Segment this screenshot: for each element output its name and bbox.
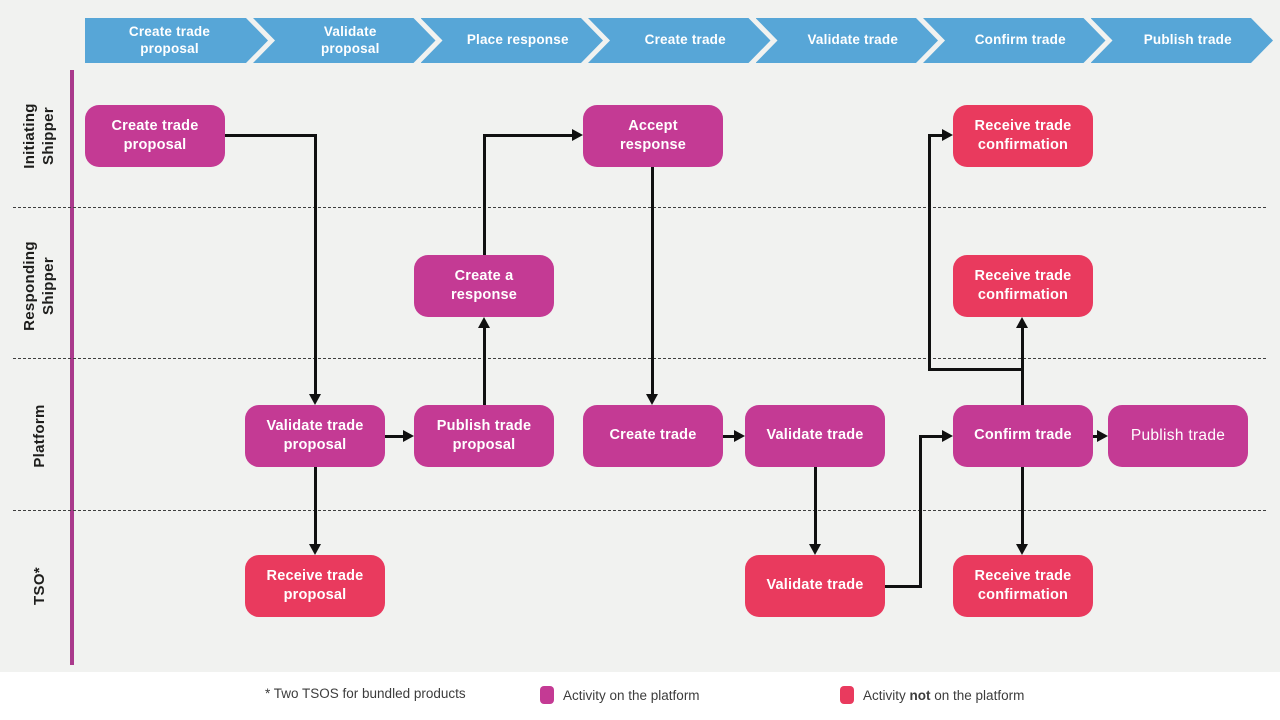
process-step-1: Create trade proposal xyxy=(85,18,268,63)
legend-item-not-on-platform: Activity not on the platform xyxy=(840,686,1024,704)
lane-label-initiating-shipper: Initiating Shipper xyxy=(21,103,57,169)
connector-line xyxy=(313,133,317,396)
node-receive-trade-confirmation-initiating: Receive trade confirmation xyxy=(953,105,1093,167)
connector-line xyxy=(1020,367,1024,407)
connector-line xyxy=(927,133,931,371)
connector-arrowhead xyxy=(942,128,953,141)
connector-line xyxy=(383,434,405,438)
connector-line xyxy=(927,367,1024,371)
node-create-trade-proposal: Create trade proposal xyxy=(85,105,225,167)
connector-arrowhead xyxy=(1097,429,1108,442)
lane-label-tso: TSO* xyxy=(30,567,48,605)
process-step-label: Validate proposal xyxy=(320,23,380,56)
lane-separator xyxy=(13,510,1266,511)
external-activity-swatch xyxy=(840,686,854,704)
legend-item-label: Activity not on the platform xyxy=(863,687,1025,703)
connector-line xyxy=(883,584,922,588)
process-step-4: Create trade xyxy=(588,18,771,63)
process-step-6: Confirm trade xyxy=(923,18,1106,63)
process-step-5: Validate trade xyxy=(756,18,939,63)
platform-activity-swatch xyxy=(540,686,554,704)
connector-arrowhead xyxy=(808,544,821,555)
connector-arrowhead xyxy=(477,317,490,328)
legend-item-on-platform: Activity on the platform xyxy=(540,686,700,704)
connector-arrowhead xyxy=(645,394,658,405)
connector-line xyxy=(482,133,574,137)
connector-line xyxy=(223,133,317,137)
connector-arrowhead xyxy=(1015,317,1028,328)
connector-line xyxy=(1020,326,1024,371)
connector-line xyxy=(813,465,817,546)
connector-arrowhead xyxy=(572,128,583,141)
lane-label-responding-shipper: Responding Shipper xyxy=(21,241,57,331)
connector-line xyxy=(927,133,944,137)
process-step-2: Validate proposal xyxy=(253,18,436,63)
connector-line xyxy=(1020,465,1024,546)
connector-line xyxy=(721,434,736,438)
connector-line xyxy=(918,434,922,588)
process-step-label: Place response xyxy=(466,32,569,48)
process-step-label: Validate trade xyxy=(807,32,899,48)
node-receive-trade-proposal: Receive trade proposal xyxy=(245,555,385,617)
node-confirm-trade: Confirm trade xyxy=(953,405,1093,467)
lane-label-platform: Platform xyxy=(30,404,48,468)
process-step-3: Place response xyxy=(421,18,604,63)
node-validate-trade-tso: Validate trade xyxy=(745,555,885,617)
lane-axis-line xyxy=(70,70,74,665)
connector-arrowhead xyxy=(734,429,745,442)
node-validate-trade: Validate trade xyxy=(745,405,885,467)
lane-separator xyxy=(13,207,1266,208)
connector-arrowhead xyxy=(942,429,953,442)
process-step-label: Create trade proposal xyxy=(128,23,211,56)
lane-separator xyxy=(13,358,1266,359)
node-create-trade: Create trade xyxy=(583,405,723,467)
node-receive-trade-confirmation-responding: Receive trade confirmation xyxy=(953,255,1093,317)
process-step-label: Publish trade xyxy=(1143,32,1232,48)
process-step-7: Publish trade xyxy=(1091,18,1274,63)
legend: * Two TSOS for bundled products Activity… xyxy=(0,672,1280,720)
node-receive-trade-confirmation-tso: Receive trade confirmation xyxy=(953,555,1093,617)
connector-arrowhead xyxy=(1015,544,1028,555)
legend-footnote: * Two TSOS for bundled products xyxy=(265,686,466,701)
node-publish-trade: Publish trade xyxy=(1108,405,1248,467)
connector-line xyxy=(482,326,486,407)
legend-item-label: Activity on the platform xyxy=(563,687,700,703)
connector-line xyxy=(482,133,486,257)
connector-arrowhead xyxy=(308,394,321,405)
node-accept-response: Accept response xyxy=(583,105,723,167)
process-step-label: Create trade xyxy=(644,32,726,48)
node-publish-trade-proposal: Publish trade proposal xyxy=(414,405,554,467)
connector-line xyxy=(650,165,654,396)
connector-arrowhead xyxy=(403,429,414,442)
connector-line xyxy=(918,434,944,438)
process-step-label: Confirm trade xyxy=(974,32,1066,48)
node-validate-trade-proposal: Validate trade proposal xyxy=(245,405,385,467)
connector-line xyxy=(1091,434,1099,438)
connector-line xyxy=(313,465,317,546)
connector-arrowhead xyxy=(308,544,321,555)
node-create-a-response: Create a response xyxy=(414,255,554,317)
